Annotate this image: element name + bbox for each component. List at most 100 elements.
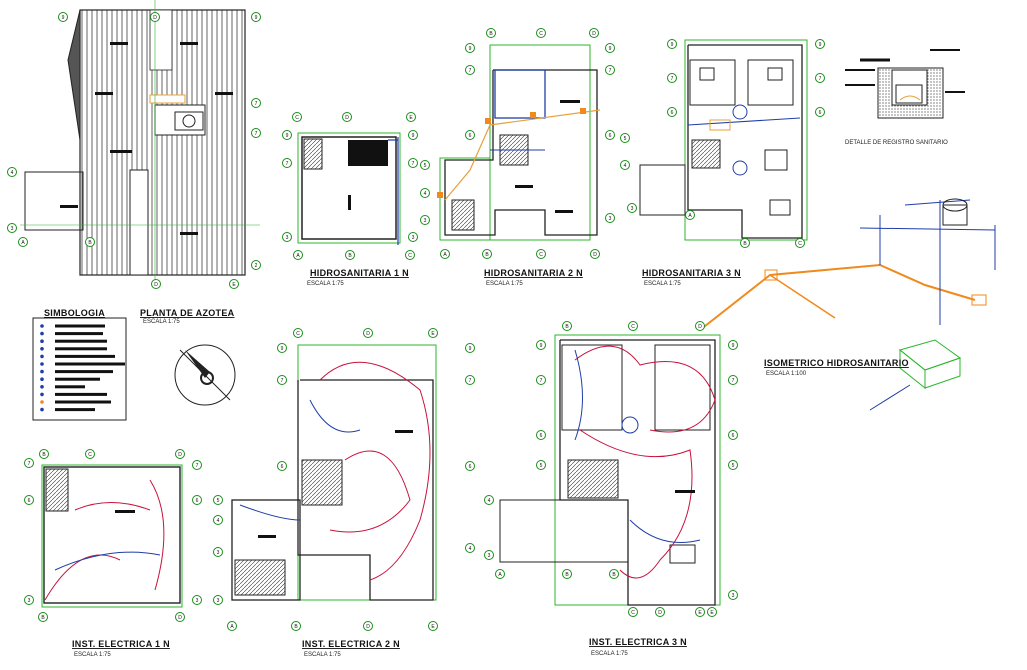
svg-text:3: 3 xyxy=(609,216,612,222)
axis-bubble: 9 xyxy=(251,12,261,22)
axis-bubble: B xyxy=(740,238,750,248)
legend-label-bar xyxy=(55,377,100,381)
axis-bubble: C xyxy=(628,607,638,617)
svg-text:9: 9 xyxy=(609,46,612,52)
axis-bubble: 4 xyxy=(484,495,494,505)
svg-text:7: 7 xyxy=(609,68,612,74)
axis-bubble: C xyxy=(628,321,638,331)
hidro-2-plan xyxy=(437,44,601,241)
axis-bubble: 6 xyxy=(465,130,475,140)
svg-text:7: 7 xyxy=(255,101,258,107)
svg-text:7: 7 xyxy=(28,461,31,467)
axis-bubble: 9 xyxy=(536,340,546,350)
svg-text:D: D xyxy=(592,31,596,37)
axis-bubble: A xyxy=(440,249,450,259)
axis-bubble: 6 xyxy=(536,430,546,440)
title-simbologia: SIMBOLOGIA xyxy=(44,308,105,318)
elec-3-plan xyxy=(499,334,721,606)
north-arrow xyxy=(174,344,236,406)
svg-text:A: A xyxy=(688,213,692,219)
axis-bubble: D xyxy=(150,12,160,22)
svg-text:A: A xyxy=(21,240,25,246)
scale-hidro-2: ESCALA 1:75 xyxy=(486,281,523,287)
axis-bubble: C xyxy=(293,328,303,338)
svg-text:6: 6 xyxy=(281,464,284,470)
axis-bubble: E xyxy=(695,607,705,617)
legend-symbol xyxy=(40,400,44,404)
axis-bubble: A xyxy=(227,621,237,631)
legend-label-bar xyxy=(55,324,105,328)
svg-text:7: 7 xyxy=(469,68,472,74)
elec-1-plan xyxy=(41,464,183,608)
axis-bubble: 6 xyxy=(605,130,615,140)
axis-bubble: C xyxy=(405,250,415,260)
legend-symbol xyxy=(40,369,44,374)
axis-bubble: 5 xyxy=(420,160,430,170)
svg-text:E: E xyxy=(710,610,714,616)
axis-bubble: 3 xyxy=(408,232,418,242)
axis-bubble: 3 xyxy=(484,550,494,560)
legend-label-bar xyxy=(55,385,85,389)
axis-bubble: 4 xyxy=(213,515,223,525)
svg-text:3: 3 xyxy=(217,550,220,556)
axis-bubble: 9 xyxy=(465,43,475,53)
svg-text:5: 5 xyxy=(732,463,735,469)
axis-bubble: C xyxy=(536,249,546,259)
title-registro-detail: DETALLE DE REGISTRO SANITARIO xyxy=(845,140,948,146)
svg-text:6: 6 xyxy=(819,110,822,116)
svg-text:B: B xyxy=(485,252,489,258)
svg-text:3: 3 xyxy=(631,206,634,212)
svg-text:3: 3 xyxy=(11,226,14,232)
scale-hidro-3: ESCALA 1:75 xyxy=(644,281,681,287)
svg-text:4: 4 xyxy=(469,546,472,552)
svg-text:3: 3 xyxy=(196,598,199,604)
svg-text:D: D xyxy=(658,610,662,616)
axis-bubble: 9 xyxy=(282,130,292,140)
axis-bubble: D xyxy=(655,607,665,617)
axis-bubble: D xyxy=(590,249,600,259)
svg-text:6: 6 xyxy=(540,433,543,439)
svg-text:E: E xyxy=(431,624,435,630)
svg-text:4: 4 xyxy=(624,163,627,169)
axis-bubble: D xyxy=(363,328,373,338)
axis-bubble: 9 xyxy=(815,39,825,49)
axis-bubble: 7 xyxy=(277,375,287,385)
axis-bubble: 7 xyxy=(667,73,677,83)
legend-label-bar xyxy=(55,347,107,351)
axis-bubble: 9 xyxy=(605,43,615,53)
axis-bubble: 3 xyxy=(627,203,637,213)
svg-text:9: 9 xyxy=(469,346,472,352)
svg-text:B: B xyxy=(41,615,45,621)
svg-text:E: E xyxy=(431,331,435,337)
svg-text:D: D xyxy=(366,331,370,337)
svg-text:4: 4 xyxy=(11,170,14,176)
svg-text:9: 9 xyxy=(62,15,65,21)
axis-bubble: 7 xyxy=(192,460,202,470)
svg-text:5: 5 xyxy=(540,463,543,469)
axis-bubble: B xyxy=(482,249,492,259)
axis-bubble: A xyxy=(495,569,505,579)
legend-label-bar xyxy=(55,339,107,343)
title-planta-azotea: PLANTA DE AZOTEA xyxy=(140,308,235,318)
axis-bubble: 4 xyxy=(7,167,17,177)
svg-text:D: D xyxy=(366,624,370,630)
axis-bubble: D xyxy=(695,321,705,331)
axis-bubble: E xyxy=(406,112,416,122)
title-elec-1: INST. ELECTRICA 1 N xyxy=(72,639,170,649)
svg-text:2: 2 xyxy=(255,263,258,269)
axis-bubble: D xyxy=(175,449,185,459)
axis-bubble: B xyxy=(291,621,301,631)
svg-text:7: 7 xyxy=(281,378,284,384)
axis-bubble: C xyxy=(795,238,805,248)
svg-text:C: C xyxy=(798,241,802,247)
svg-text:9: 9 xyxy=(732,343,735,349)
legend-label-bar xyxy=(55,408,95,412)
svg-text:6: 6 xyxy=(732,433,735,439)
svg-text:6: 6 xyxy=(28,498,31,504)
axis-bubble: D xyxy=(363,621,373,631)
svg-text:3: 3 xyxy=(412,235,415,241)
isometric-diagram xyxy=(699,198,996,411)
legend-symbol xyxy=(40,385,44,389)
svg-text:9: 9 xyxy=(819,42,822,48)
svg-text:D: D xyxy=(593,252,597,258)
